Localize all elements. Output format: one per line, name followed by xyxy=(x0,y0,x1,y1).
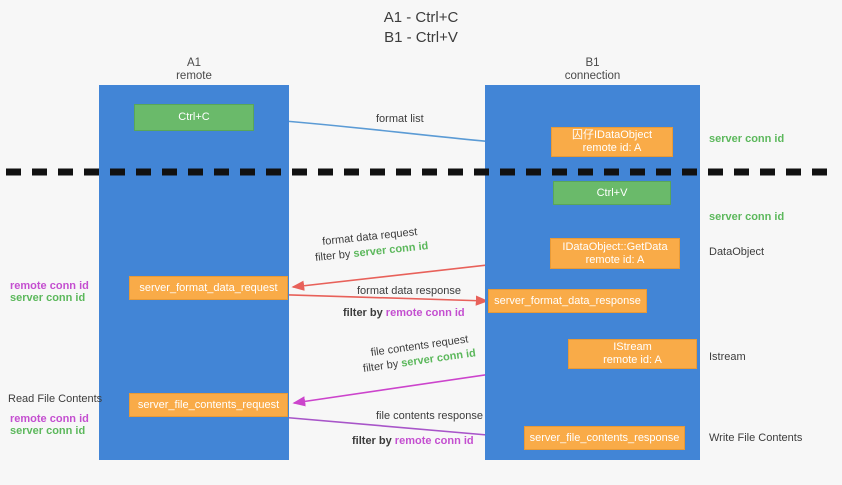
label-remote-conn-id-left-2: remote conn id xyxy=(10,413,89,425)
box-server-format-data-request-label: server_format_data_request xyxy=(139,281,278,294)
label-istream: Istream xyxy=(709,351,746,363)
box-istream-line1: IStream xyxy=(613,341,652,353)
label-server-conn-id-top: server conn id xyxy=(709,133,785,145)
title-line-1: A1 - Ctrl+C xyxy=(383,9,459,26)
box-ctrl-v[interactable]: Ctrl+V xyxy=(553,181,671,205)
box-idataobject-getdata[interactable]: IDataObject::GetData remote id: A xyxy=(550,238,680,269)
format-data-request-filter-prefix: filter by xyxy=(314,248,355,264)
label-remote-conn-id-left-1: remote conn id xyxy=(10,280,89,292)
page-title: A1 - Ctrl+C B1 - Ctrl+V xyxy=(0,8,842,48)
box-server-file-contents-response-label: server_file_contents_response xyxy=(529,431,680,444)
lane-a1-name: A1 xyxy=(186,57,202,69)
box-server-format-data-response-label: server_format_data_response xyxy=(494,294,641,307)
file-contents-response-filter-prefix: filter by xyxy=(352,435,395,447)
box-ctrl-v-label: Ctrl+V xyxy=(596,186,628,199)
lane-b1-sub: connection xyxy=(564,70,621,82)
box-getdata-line1: IDataObject::GetData xyxy=(562,240,668,253)
lane-a1-sub: remote xyxy=(176,70,212,82)
box-istream-line2: remote id: A xyxy=(603,354,662,366)
title-line-2: B1 - Ctrl+V xyxy=(384,29,458,46)
format-data-response-filter-value: remote conn id xyxy=(385,307,465,319)
label-server-conn-id-mid: server conn id xyxy=(709,211,785,223)
file-contents-request-filter-prefix: filter by xyxy=(362,357,403,375)
label-format-data-response: format data response xyxy=(357,285,461,297)
box-server-format-data-request[interactable]: server_format_data_request xyxy=(129,276,288,300)
box-server-format-data-response[interactable]: server_format_data_response xyxy=(488,289,647,313)
label-server-conn-id-left-1: server conn id xyxy=(10,292,86,304)
box-server-file-contents-request-label: server_file_contents_request xyxy=(137,398,280,411)
label-read-file-contents: Read File Contents xyxy=(8,393,103,405)
label-write-file-contents: Write File Contents xyxy=(709,432,803,444)
lane-b1-name: B1 xyxy=(585,57,600,69)
box-idataobject-line2: remote id: A xyxy=(582,142,642,154)
box-ctrl-c[interactable]: Ctrl+C xyxy=(134,104,254,131)
label-format-list: format list xyxy=(376,113,424,125)
box-ctrl-c-label: Ctrl+C xyxy=(178,111,210,123)
box-server-file-contents-request[interactable]: server_file_contents_request xyxy=(129,393,288,417)
format-data-response-filter-prefix: filter by xyxy=(343,307,386,319)
label-dataobject: DataObject xyxy=(709,246,765,258)
label-format-data-response-filter: filter by remote conn id xyxy=(343,306,465,320)
box-server-file-contents-response[interactable]: server_file_contents_response xyxy=(524,426,685,450)
lane-header-b1: B1 connection xyxy=(485,57,700,83)
box-idataobject[interactable]: 囚仔IDataObject remote id: A xyxy=(551,127,673,157)
label-file-contents-response-filter: filter by remote conn id xyxy=(352,434,474,448)
box-istream[interactable]: IStream remote id: A xyxy=(568,339,697,369)
lane-header-a1: A1 remote xyxy=(99,57,289,83)
box-idataobject-line1: 囚仔IDataObject xyxy=(571,129,653,141)
label-file-contents-response: file contents response xyxy=(376,410,484,422)
file-contents-response-filter-value: remote conn id xyxy=(394,435,474,447)
label-server-conn-id-left-2: server conn id xyxy=(10,425,86,437)
box-getdata-line2: remote id: A xyxy=(585,253,645,266)
